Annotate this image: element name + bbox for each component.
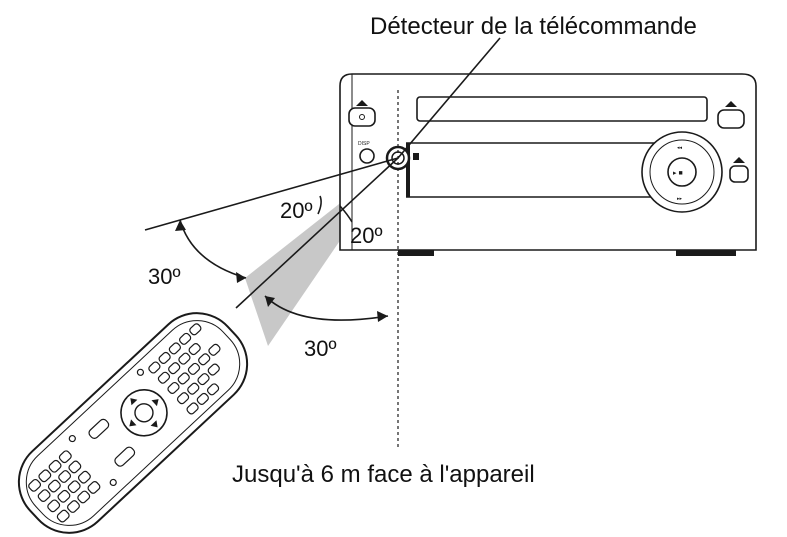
svg-text:▸ ■: ▸ ■	[673, 170, 683, 177]
sensor-pointer-line	[397, 37, 501, 159]
angle-label-outer-bottom: 30º	[304, 336, 337, 361]
stereo-unit-icon: DISP ▸ ■ ◂◂ ▸▸	[339, 73, 757, 256]
svg-text:▸▸: ▸▸	[677, 196, 683, 202]
angle-label-outer-left: 30º	[148, 264, 181, 289]
center-ray	[235, 157, 399, 309]
remote-control-icon	[17, 312, 249, 534]
arrow-heads	[175, 220, 388, 322]
outer-upper-ray	[144, 157, 399, 231]
angle-label-inner-lower: 20º	[350, 223, 383, 248]
range-caption: Jusqu'à 6 m face à l'appareil	[232, 461, 535, 488]
svg-text:◂◂: ◂◂	[677, 145, 683, 151]
svg-text:DISP: DISP	[358, 141, 370, 147]
angle-label-inner-upper: 20º	[280, 198, 313, 223]
sensor-caption: Détecteur de la télécommande	[370, 13, 697, 40]
